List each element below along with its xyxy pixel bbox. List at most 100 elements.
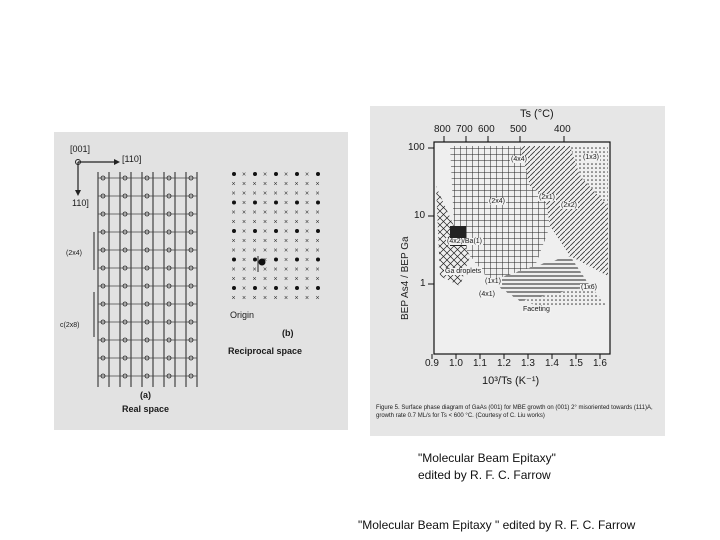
lattice-atom <box>144 337 150 343</box>
reciprocal-cross: × <box>274 267 278 274</box>
lattice-atom <box>188 373 194 379</box>
reciprocal-cross: × <box>263 286 267 293</box>
reciprocal-cross: × <box>263 295 267 302</box>
reciprocal-cross: × <box>316 181 320 188</box>
reciprocal-cross: × <box>305 181 309 188</box>
lattice-atom <box>122 283 128 289</box>
lattice-atom <box>166 355 172 361</box>
reciprocal-cross: × <box>242 210 246 217</box>
reciprocal-cross: × <box>284 210 288 217</box>
lattice-atom <box>188 301 194 307</box>
y-tick-label: 10 <box>414 210 426 221</box>
lattice-atom <box>166 211 172 217</box>
reciprocal-cross: × <box>295 248 299 255</box>
ts-tick-label: 800 <box>434 124 451 135</box>
reciprocal-cross: × <box>242 257 246 264</box>
lattice-atom <box>144 211 150 217</box>
y-tick-label: 100 <box>408 142 425 153</box>
reciprocal-cross: × <box>253 210 257 217</box>
reciprocal-cross: × <box>305 172 309 179</box>
reciprocal-cross: × <box>305 267 309 274</box>
lattice-atom <box>122 337 128 343</box>
reciprocal-cross: × <box>253 181 257 188</box>
reciprocal-spot <box>232 286 236 290</box>
direction-110-label: [110] <box>122 154 142 164</box>
x-tick-label: 1.0 <box>449 358 463 369</box>
lattice-atom <box>100 175 106 181</box>
reciprocal-cross: × <box>284 267 288 274</box>
reciprocal-spot <box>295 229 299 233</box>
reciprocal-cross: × <box>316 238 320 245</box>
reciprocal-spot <box>316 172 320 176</box>
reciprocal-cross: × <box>242 276 246 283</box>
lattice-atom <box>166 373 172 379</box>
phase-region-label: Faceting <box>522 306 551 313</box>
reciprocal-cross: × <box>274 181 278 188</box>
reciprocal-spot <box>274 229 278 233</box>
reciprocal-spot <box>253 286 257 290</box>
reciprocal-cross: × <box>305 238 309 245</box>
direction-110bar-label: 110] <box>72 198 89 208</box>
reciprocal-cross: × <box>242 267 246 274</box>
origin-label: Origin <box>230 310 255 320</box>
reciprocal-spot <box>253 172 257 176</box>
lattice-atom <box>166 283 172 289</box>
reciprocal-spot <box>253 229 257 233</box>
real-reciprocal-space-figure: × × × × × × × × × × × × × × × × × × × × × × × × × × × × × × × × × × × × × × × ×… <box>54 132 348 430</box>
reciprocal-cross: × <box>305 191 309 198</box>
reciprocal-cross: × <box>242 229 246 236</box>
reciprocal-spot <box>274 286 278 290</box>
reciprocal-cross: × <box>295 181 299 188</box>
y-tick-label: 1 <box>420 278 426 289</box>
x-tick-label: 1.4 <box>545 358 559 369</box>
lattice-atom <box>188 265 194 271</box>
reciprocal-cross: × <box>284 181 288 188</box>
reciprocal-cross: × <box>232 238 236 245</box>
lattice-atom <box>188 337 194 343</box>
reciprocal-cross: × <box>263 267 267 274</box>
real-space-lattice-drawing: × × × × × × × × × × × × × × × × × × × × × × × × × × × × × × × × × × × × × × × ×… <box>75 159 320 387</box>
reciprocal-cross: × <box>295 276 299 283</box>
reciprocal-cross: × <box>284 238 288 245</box>
reciprocal-cross: × <box>263 229 267 236</box>
reciprocal-cross: × <box>284 200 288 207</box>
lattice-atom <box>188 229 194 235</box>
lattice-atom <box>166 247 172 253</box>
reciprocal-cross: × <box>284 172 288 179</box>
lattice-atom <box>144 355 150 361</box>
reciprocal-cross: × <box>253 219 257 226</box>
phase-region-label: (4x2)/Ba(1) <box>446 238 484 245</box>
reciprocal-cross: × <box>263 191 267 198</box>
reciprocal-cross: × <box>295 267 299 274</box>
lattice-atom <box>166 229 172 235</box>
reciprocal-spot <box>316 286 320 290</box>
reciprocal-cross: × <box>305 286 309 293</box>
lattice-atom <box>100 265 106 271</box>
lattice-atom <box>100 247 106 253</box>
lattice-atom <box>166 175 172 181</box>
lattice-atom <box>144 229 150 235</box>
reciprocal-space-label: Reciprocal space <box>228 346 303 356</box>
reciprocal-cross: × <box>232 267 236 274</box>
x-tick-label: 1.1 <box>473 358 487 369</box>
lattice-atom <box>122 319 128 325</box>
ts-tick-label: 400 <box>554 124 571 135</box>
lattice-atom <box>100 283 106 289</box>
reciprocal-cross: × <box>263 210 267 217</box>
reciprocal-cross: × <box>253 238 257 245</box>
reciprocal-cross: × <box>242 248 246 255</box>
reconstruction-c2x8-label: c(2x8) <box>60 322 80 329</box>
lattice-atom <box>100 373 106 379</box>
reciprocal-cross: × <box>316 267 320 274</box>
reciprocal-cross: × <box>274 191 278 198</box>
ts-tick-label: 700 <box>456 124 473 135</box>
phase-region-label: (1x3) <box>582 154 600 161</box>
reconstruction-2x4-label: (2x4) <box>66 250 82 257</box>
lattice-atom <box>100 337 106 343</box>
reciprocal-spot <box>316 200 320 205</box>
reciprocal-spot <box>316 257 320 262</box>
lattice-atom <box>188 193 194 199</box>
phase-region-label: (1x6) <box>580 284 598 291</box>
lattice-atom <box>166 337 172 343</box>
